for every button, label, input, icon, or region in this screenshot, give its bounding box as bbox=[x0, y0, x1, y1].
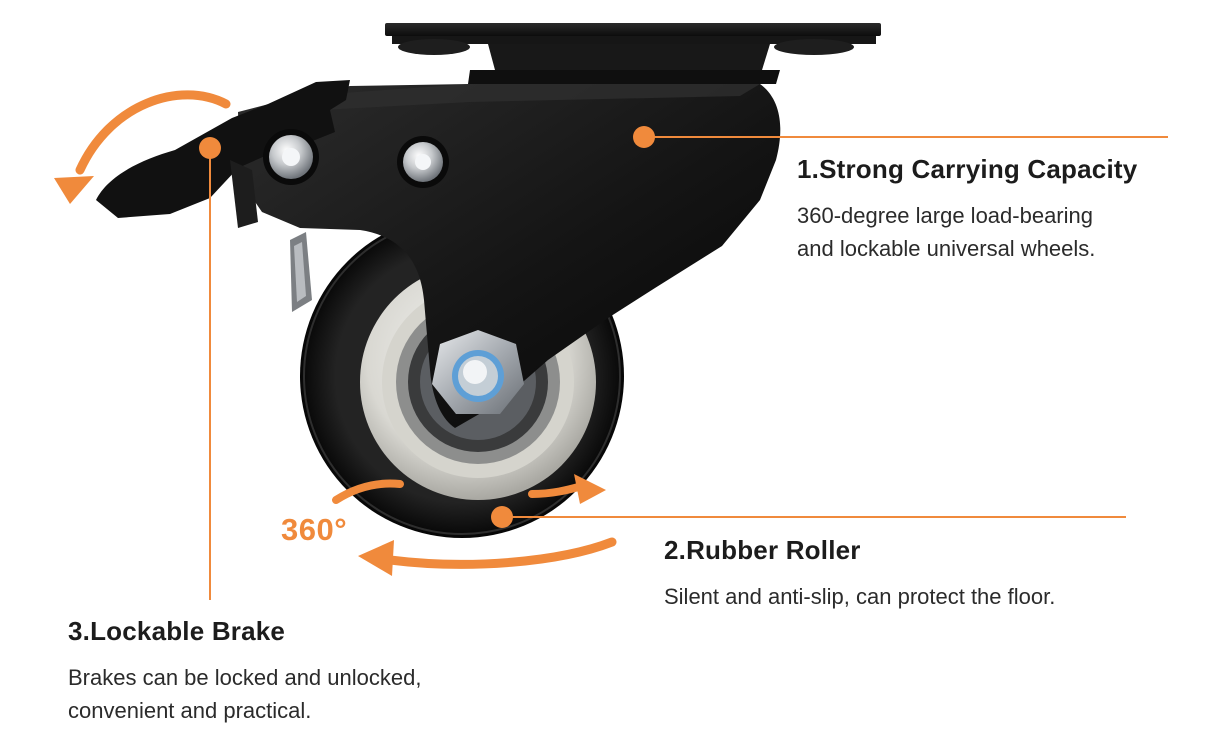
mounting-plate bbox=[385, 23, 881, 84]
feature-description-line: Silent and anti-slip, can protect the fl… bbox=[664, 584, 1056, 609]
feature-carrying-capacity: 1.Strong Carrying Capacity 360-degree la… bbox=[797, 154, 1137, 265]
callout-line-capacity bbox=[633, 126, 1168, 148]
feature-lockable-brake: 3.Lockable Brake Brakes can be locked an… bbox=[68, 616, 421, 727]
feature-rubber-roller: 2.Rubber Roller Silent and anti-slip, ca… bbox=[664, 535, 1055, 613]
swivel-fork bbox=[238, 84, 781, 428]
feature-description-line: 360-degree large load-bearing bbox=[797, 203, 1093, 228]
axle-nut bbox=[432, 330, 524, 414]
callout-line-roller bbox=[491, 506, 1126, 528]
feature-title: 2.Rubber Roller bbox=[664, 535, 861, 565]
feature-title: 1.Strong Carrying Capacity bbox=[797, 154, 1138, 184]
feature-description: 360-degree large load-bearing and lockab… bbox=[797, 199, 1137, 265]
rivet-right bbox=[397, 136, 449, 188]
feature-description-line: convenient and practical. bbox=[68, 698, 312, 723]
callout-line-brake bbox=[199, 137, 221, 600]
brake-lever bbox=[96, 80, 350, 312]
feature-description: Brakes can be locked and unlocked, conve… bbox=[68, 661, 421, 727]
feature-description: Silent and anti-slip, can protect the fl… bbox=[664, 580, 1055, 613]
brake-rotation-arrow bbox=[54, 90, 231, 204]
swivel-arrow-upper bbox=[332, 474, 606, 504]
feature-description-line: and lockable universal wheels. bbox=[797, 236, 1096, 261]
feature-description-line: Brakes can be locked and unlocked, bbox=[68, 665, 422, 690]
rivet-left bbox=[263, 129, 319, 185]
rotation-degree-label: 360° bbox=[281, 512, 348, 547]
swivel-arrow-lower bbox=[358, 537, 617, 576]
feature-title: 3.Lockable Brake bbox=[68, 616, 286, 646]
